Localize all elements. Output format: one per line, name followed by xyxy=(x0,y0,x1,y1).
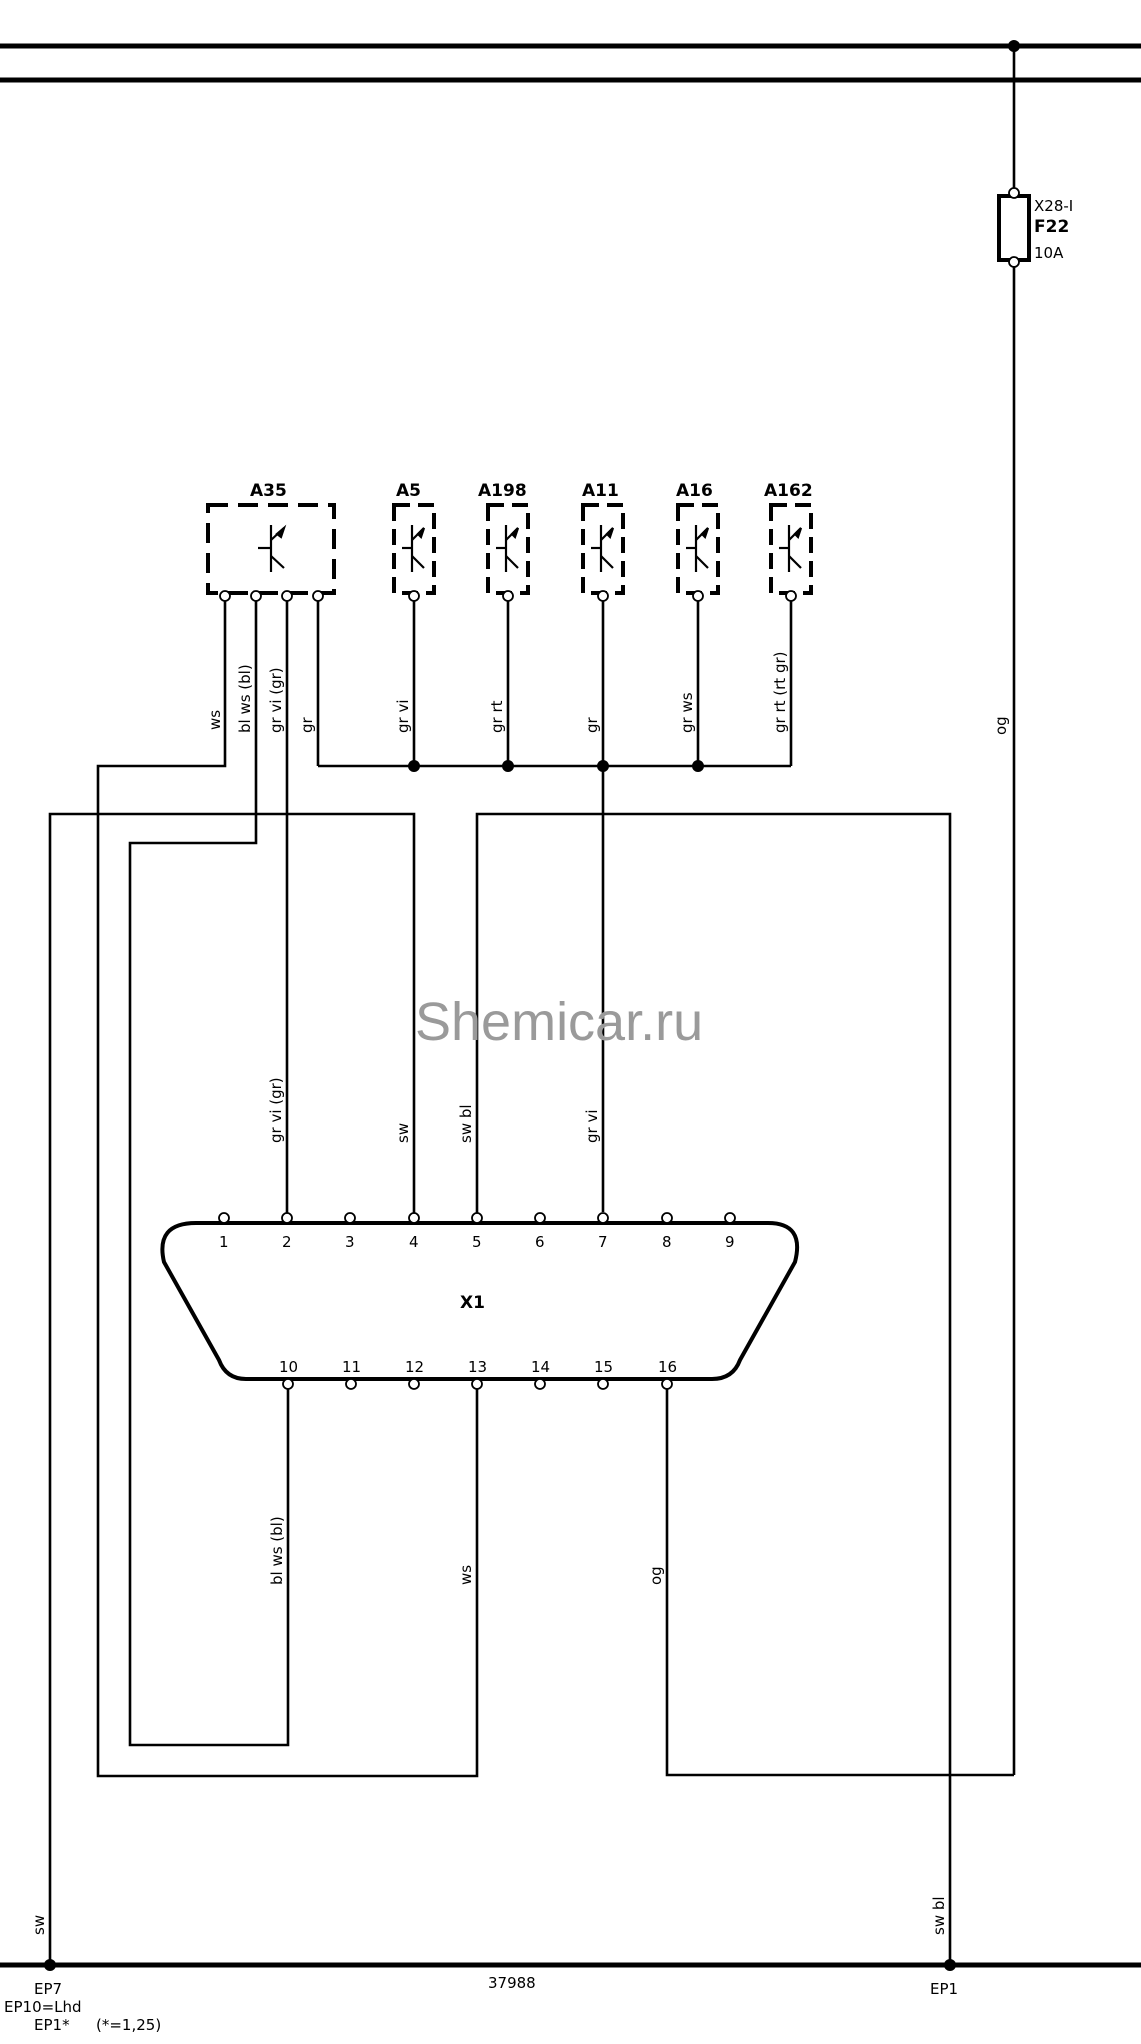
wire-a35-blws xyxy=(128,601,290,1747)
label-a16-grws: gr ws xyxy=(678,692,696,733)
fuse-f22 xyxy=(997,194,1031,262)
label-a35-blws: bl ws (bl) xyxy=(236,664,254,733)
transistor-icon xyxy=(686,525,710,572)
pin-label: 8 xyxy=(662,1233,672,1251)
module-a162-label: A162 xyxy=(764,481,813,501)
label-a35-gr: gr xyxy=(298,716,316,733)
a35-pin-blws xyxy=(250,590,262,602)
pin-label: 6 xyxy=(535,1233,545,1251)
pin-label: 11 xyxy=(342,1358,361,1376)
fuse-name-label: F22 xyxy=(1034,217,1069,237)
pin-label: 4 xyxy=(409,1233,419,1251)
wire-a35-ws xyxy=(96,601,479,1778)
ground-ep10-note: EP10=Lhd xyxy=(4,1998,82,2016)
right-og-label: og xyxy=(992,716,1010,735)
junction-dot xyxy=(408,760,420,772)
watermark: Shemicar.ru xyxy=(415,992,703,1052)
junction-dot xyxy=(597,760,609,772)
pin-label: 10 xyxy=(279,1358,298,1376)
pin-label: 2 xyxy=(282,1233,292,1251)
diagram-code: 37988 xyxy=(488,1974,536,1992)
connector-bottom-pins xyxy=(282,1378,673,1390)
label-a5-grvi: gr vi xyxy=(394,699,412,733)
connector-x1 xyxy=(160,1221,800,1381)
module-a11-label: A11 xyxy=(582,481,619,501)
module-a5: A5 xyxy=(392,481,436,602)
a35-pin-grvi xyxy=(281,590,293,602)
connector-top-pins xyxy=(218,1212,736,1224)
fuse-rating-label: 10A xyxy=(1034,244,1064,262)
ground-point-ep1 xyxy=(944,1959,956,1971)
pin-label: 1 xyxy=(219,1233,229,1251)
label-a198-grrt: gr rt xyxy=(488,700,506,733)
transistor-icon xyxy=(402,525,426,572)
label-a11-gr: gr xyxy=(583,716,601,733)
label-pin10-blws: bl ws (bl) xyxy=(268,1516,286,1585)
transistor-icon xyxy=(258,524,287,572)
pin-label: 7 xyxy=(598,1233,608,1251)
connector-x1-label: X1 xyxy=(460,1293,485,1313)
fuse-connector-label: X28-I xyxy=(1034,197,1073,215)
label-pin13-ws: ws xyxy=(457,1565,475,1585)
pin-label: 13 xyxy=(468,1358,487,1376)
transistor-icon xyxy=(591,525,615,572)
wire-pin16-og xyxy=(665,1385,1014,1777)
a35-pin-gr xyxy=(312,590,324,602)
fuse-terminal-bottom xyxy=(1008,256,1020,268)
pin-label: 16 xyxy=(658,1358,677,1376)
pin-label: 15 xyxy=(594,1358,613,1376)
module-a198-label: A198 xyxy=(478,481,527,501)
junction-dot xyxy=(692,760,704,772)
module-a11: A11 xyxy=(581,481,625,602)
label-pin2-grvi: gr vi (gr) xyxy=(267,1077,285,1143)
module-a5-label: A5 xyxy=(396,481,421,501)
label-a35-grvi: gr vi (gr) xyxy=(267,667,285,733)
module-a16: A16 xyxy=(676,481,720,602)
a35-pin-ws xyxy=(219,590,231,602)
ground-factor-note: (*=1,25) xyxy=(96,2016,161,2034)
label-pin5-swbl: sw bl xyxy=(457,1104,475,1143)
module-a162: A162 xyxy=(764,481,813,602)
wire-pin5-swbl xyxy=(475,812,952,1965)
pin-label: 12 xyxy=(405,1358,424,1376)
pin-label: 14 xyxy=(531,1358,550,1376)
fuse-terminal-top xyxy=(1008,187,1020,199)
module-a16-label: A16 xyxy=(676,481,713,501)
label-ep1-swbl: sw bl xyxy=(930,1896,948,1935)
module-a198: A198 xyxy=(478,481,530,602)
transistor-icon xyxy=(779,525,803,572)
ground-point-ep7 xyxy=(44,1959,56,1971)
label-pin16-og: og xyxy=(647,1566,665,1585)
label-pin7-grvi: gr vi xyxy=(583,1109,601,1143)
ground-ep1-label: EP1 xyxy=(930,1980,958,1998)
wire-pin4-sw xyxy=(48,812,416,1965)
pin-label: 9 xyxy=(725,1233,735,1251)
label-a35-ws: ws xyxy=(206,710,224,730)
label-left-sw: sw xyxy=(30,1915,48,1935)
pin-label: 5 xyxy=(472,1233,482,1251)
module-a35-label: A35 xyxy=(250,481,287,501)
transistor-icon xyxy=(496,525,520,572)
ground-ep7-label: EP7 xyxy=(34,1980,62,1998)
ground-ep1-star-note: EP1* xyxy=(34,2016,70,2034)
label-pin4-sw: sw xyxy=(394,1123,412,1143)
label-a162-grrt: gr rt (rt gr) xyxy=(771,652,789,733)
junction-dot xyxy=(502,760,514,772)
pin-label: 3 xyxy=(345,1233,355,1251)
